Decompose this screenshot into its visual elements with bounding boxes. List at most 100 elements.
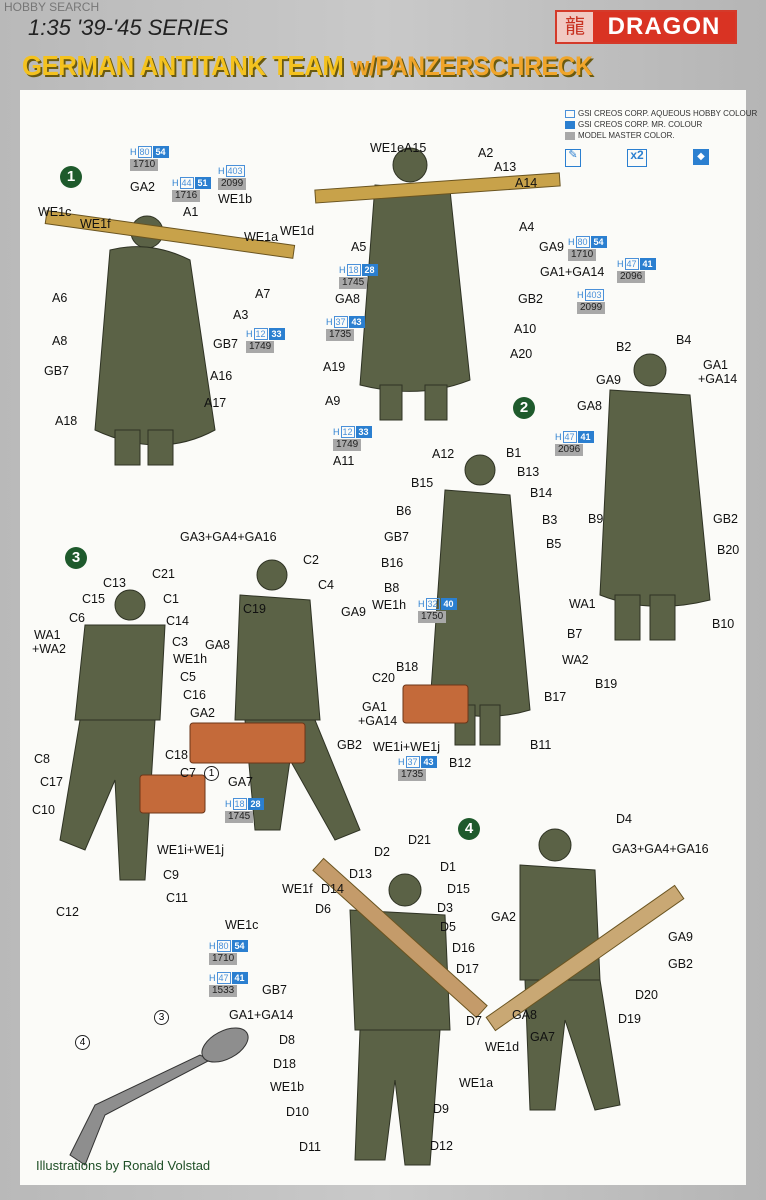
aqueous-code: 80	[575, 236, 590, 248]
watermark: HOBBY SEARCH	[4, 0, 100, 14]
figure-b2-soldier	[599, 353, 711, 641]
part-label: GA1+GA14	[229, 1008, 294, 1022]
panzerschreck-d1	[312, 857, 488, 1019]
ammo-box-b1	[402, 684, 469, 724]
hobby-prefix: H	[209, 973, 216, 983]
part-label: GA1	[362, 700, 388, 714]
part-label: D9	[433, 1102, 449, 1116]
aqueous-code: 18	[346, 264, 361, 276]
part-label: GB2	[713, 512, 739, 526]
model-master-code: 1749	[333, 439, 362, 451]
figure-d1-soldier	[349, 873, 451, 1166]
circled-part-3: 3	[154, 1010, 169, 1025]
part-label: C5	[180, 670, 196, 684]
part-label: GA1	[703, 358, 729, 372]
part-label: D2	[374, 845, 390, 859]
part-label: A19	[323, 360, 346, 374]
part-label: B18	[396, 660, 419, 674]
part-label: A3	[233, 308, 249, 322]
part-label: A18	[55, 414, 78, 428]
aqueous-code: 37	[405, 756, 420, 768]
part-label: D10	[286, 1105, 309, 1119]
aqueous-code: 403	[225, 165, 245, 177]
part-label: +GA14	[698, 372, 738, 386]
rocket-projectile	[69, 1027, 249, 1166]
title-sub: w/PANZERSCHRECK	[350, 51, 593, 81]
part-label: B14	[530, 486, 553, 500]
part-label: B17	[544, 690, 567, 704]
part-label: GA3+GA4+GA16	[180, 530, 277, 544]
part-label: C21	[152, 567, 175, 581]
part-label: D13	[349, 867, 372, 881]
swatch-icon	[565, 120, 575, 129]
part-label: WE1a	[244, 230, 279, 244]
circled-part-4: 4	[75, 1035, 90, 1050]
part-label: C14	[166, 614, 189, 628]
part-label: A9	[325, 394, 341, 408]
part-label: C18	[165, 748, 188, 762]
part-label: A11	[333, 454, 355, 468]
part-label: WE1eA15	[370, 141, 427, 155]
panzerschreck-d2	[485, 884, 685, 1032]
model-master-code: 1750	[418, 611, 447, 623]
part-label: WE1i+WE1j	[373, 740, 441, 754]
figure-b1-soldier	[429, 454, 531, 746]
part-label: B10	[712, 617, 735, 631]
dragon-logo: 龍 DRAGON	[555, 10, 737, 44]
part-label: B19	[595, 677, 618, 691]
part-label: GA8	[335, 292, 361, 306]
part-label: B5	[546, 537, 562, 551]
part-label: A13	[494, 160, 517, 174]
aqueous-code: 12	[340, 426, 355, 438]
mr-color-code: 41	[231, 972, 248, 984]
brand-name: DRAGON	[593, 12, 735, 42]
part-label: A20	[510, 347, 533, 361]
hobby-prefix: H	[326, 317, 333, 327]
part-label: D18	[273, 1057, 296, 1071]
part-label: B9	[588, 512, 604, 526]
part-label: A4	[519, 220, 535, 234]
part-label: B12	[449, 756, 472, 770]
model-master-code: 1710	[209, 953, 238, 965]
part-label: GA8	[512, 1008, 538, 1022]
mr-color-code: 54	[231, 940, 248, 952]
aqueous-code: 47	[624, 258, 639, 270]
part-label: GB7	[213, 337, 239, 351]
part-label: GA9	[341, 605, 367, 619]
part-label: B20	[717, 543, 740, 557]
part-label: D11	[299, 1140, 322, 1154]
part-label: GA9	[668, 930, 694, 944]
part-label: A7	[255, 287, 271, 301]
part-label: B16	[381, 556, 404, 570]
aqueous-code: 47	[216, 972, 231, 984]
mr-color-code: 43	[420, 756, 437, 768]
kit-title: GERMAN ANTITANK TEAM w/PANZERSCHRECK	[22, 50, 593, 82]
aqueous-code: 47	[562, 431, 577, 443]
mr-color-code: 33	[355, 426, 372, 438]
part-label: GB7	[384, 530, 410, 544]
part-label: WE1c	[225, 918, 259, 932]
part-label: B1	[506, 446, 522, 460]
model-master-code: 2099	[218, 178, 247, 190]
part-label: B7	[567, 627, 583, 641]
part-label: D12	[430, 1139, 453, 1153]
part-label: A10	[514, 322, 537, 336]
part-label: GA7	[530, 1030, 556, 1044]
illustrator-credit: Illustrations by Ronald Volstad	[36, 1158, 211, 1173]
part-label: C20	[372, 671, 395, 685]
part-label: C16	[183, 688, 206, 702]
model-master-code: 2096	[555, 444, 584, 456]
part-label: WA2	[562, 653, 589, 667]
part-label: GA2	[130, 180, 156, 194]
part-label: GB2	[668, 957, 694, 971]
hobby-prefix: H	[130, 147, 137, 157]
